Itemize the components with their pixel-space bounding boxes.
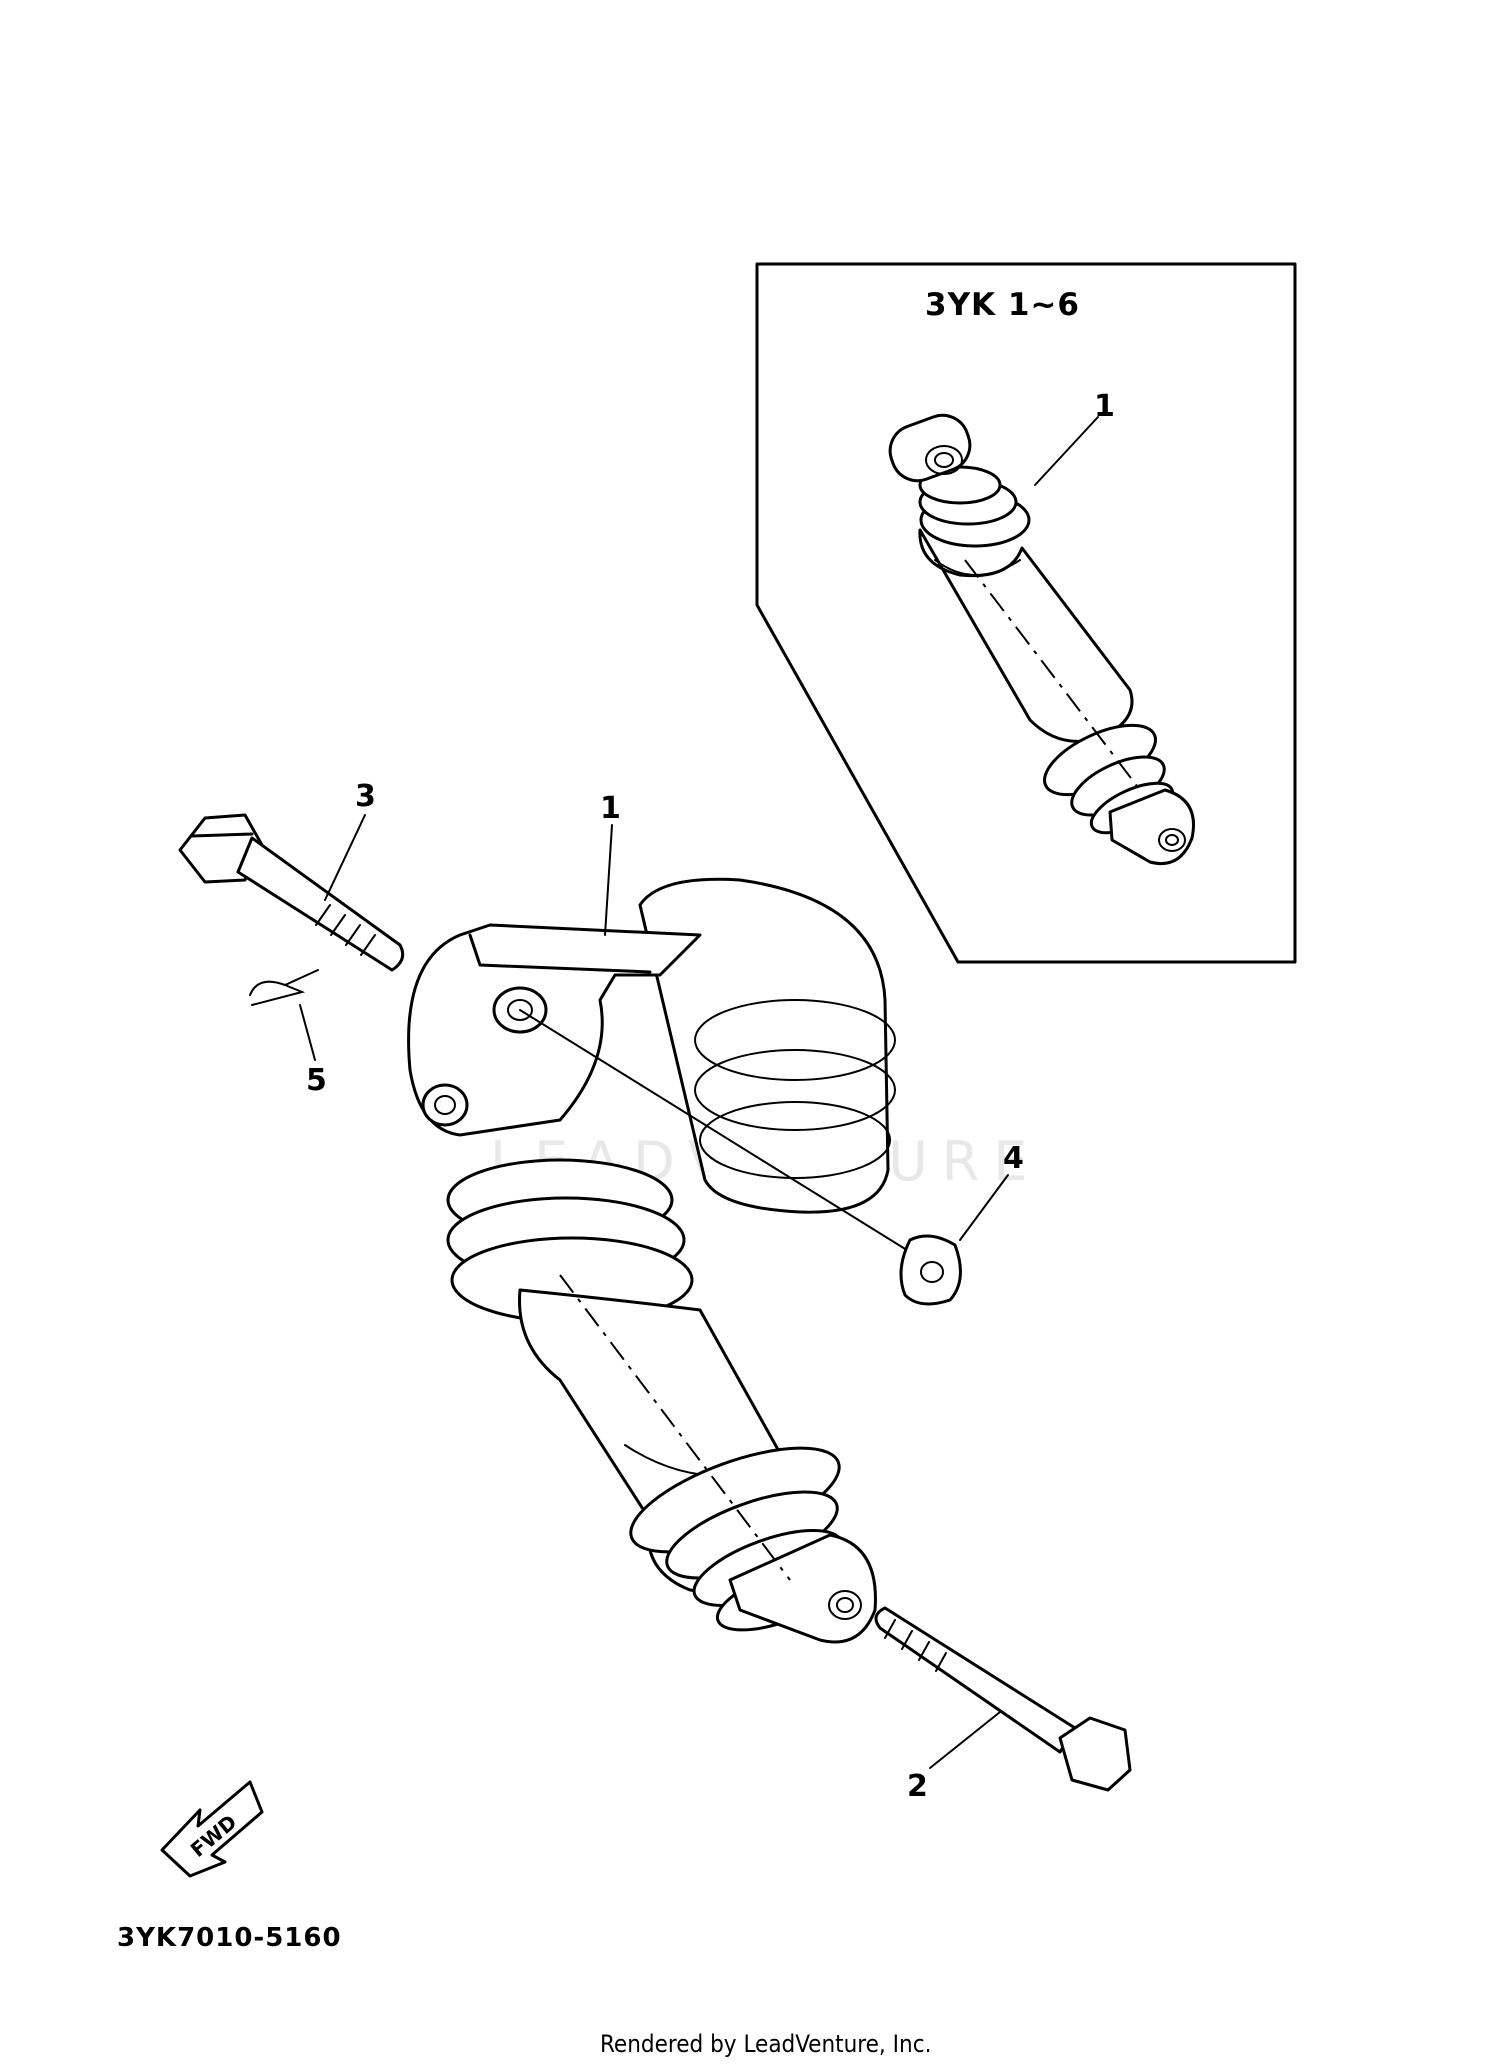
inset-shock-absorber (888, 413, 1195, 865)
callout-5-leader (299, 1004, 316, 1061)
main-shock-absorber (407, 877, 911, 1644)
callout-2: 2 (907, 1769, 928, 1804)
fwd-arrow-icon: FWD (160, 1780, 264, 1878)
part-4-nut (899, 1234, 962, 1306)
callout-3: 3 (355, 779, 376, 814)
callout-1-inset: 1 (1094, 389, 1115, 424)
part-3-bolt (178, 813, 405, 972)
callout-4: 4 (1003, 1141, 1024, 1176)
inset-panel: 3YK 1~6 1 (755, 262, 1297, 964)
part-5-cotter-pin (249, 969, 319, 1006)
part-2-bolt (874, 1606, 1132, 1792)
inset-border (755, 262, 1297, 964)
callout-3-leader (324, 814, 366, 901)
inset-title: 3YK 1~6 (925, 287, 1080, 323)
callout-1: 1 (600, 791, 621, 826)
callout-1-inset-leader (1034, 416, 1099, 486)
callout-5: 5 (306, 1063, 327, 1098)
render-credit: Rendered by LeadVenture, Inc. (600, 2030, 931, 2058)
callout-1-leader (604, 824, 613, 936)
diagram-code: 3YK7010-5160 (117, 1923, 342, 1953)
callout-4-leader (959, 1174, 1009, 1241)
callout-2-leader (929, 1711, 1001, 1769)
